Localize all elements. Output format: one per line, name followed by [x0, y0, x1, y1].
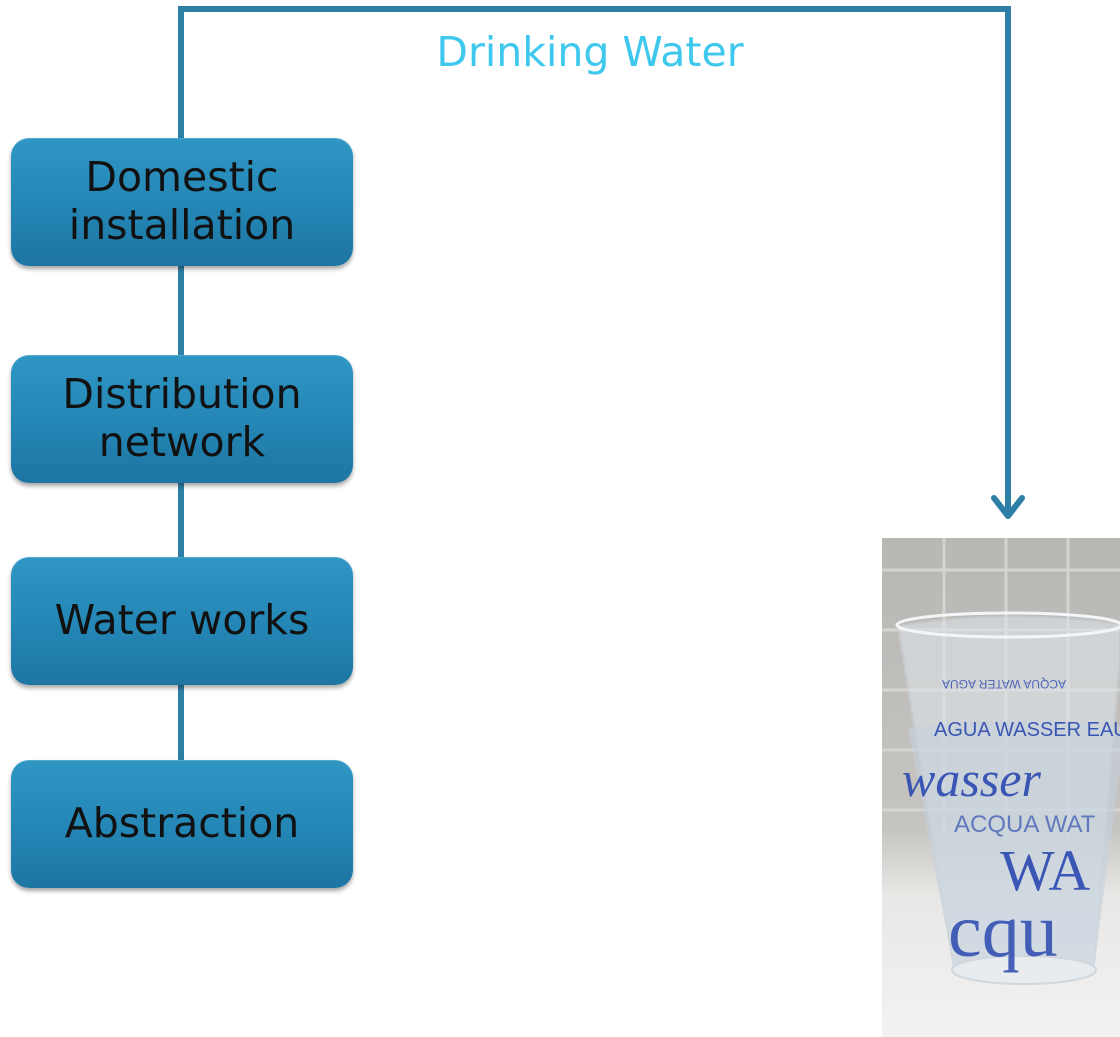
stage-box-distribution-network: Distribution network: [11, 355, 353, 483]
stage-box-domestic-installation: Domestic installation: [11, 138, 353, 266]
stage-label: Domestic installation: [68, 153, 296, 249]
stage-label: Abstraction: [64, 799, 300, 848]
stage-label: Water works: [54, 596, 310, 645]
glass-print-line: WA: [1000, 838, 1090, 903]
glass-illustration: ACQUA WATER AGUA AGUA WASSER EAU wasser …: [882, 538, 1120, 985]
glass-of-water-photo: ACQUA WATER AGUA AGUA WASSER EAU wasser …: [882, 538, 1120, 1037]
stage-label: Distribution network: [62, 370, 302, 466]
glass-print-line: ACQUA WAT: [954, 811, 1096, 838]
glass-print-line: AGUA WASSER EAU: [934, 719, 1120, 741]
arrowhead-icon: [991, 495, 1025, 519]
drinking-water-label: Drinking Water: [436, 28, 744, 76]
glass-print-line: cqu: [948, 889, 1058, 973]
stage-box-abstraction: Abstraction: [11, 760, 353, 888]
glass-print-line: wasser: [902, 751, 1041, 807]
stage-box-water-works: Water works: [11, 557, 353, 685]
glass-print-line: ACQUA WATER AGUA: [942, 677, 1066, 691]
